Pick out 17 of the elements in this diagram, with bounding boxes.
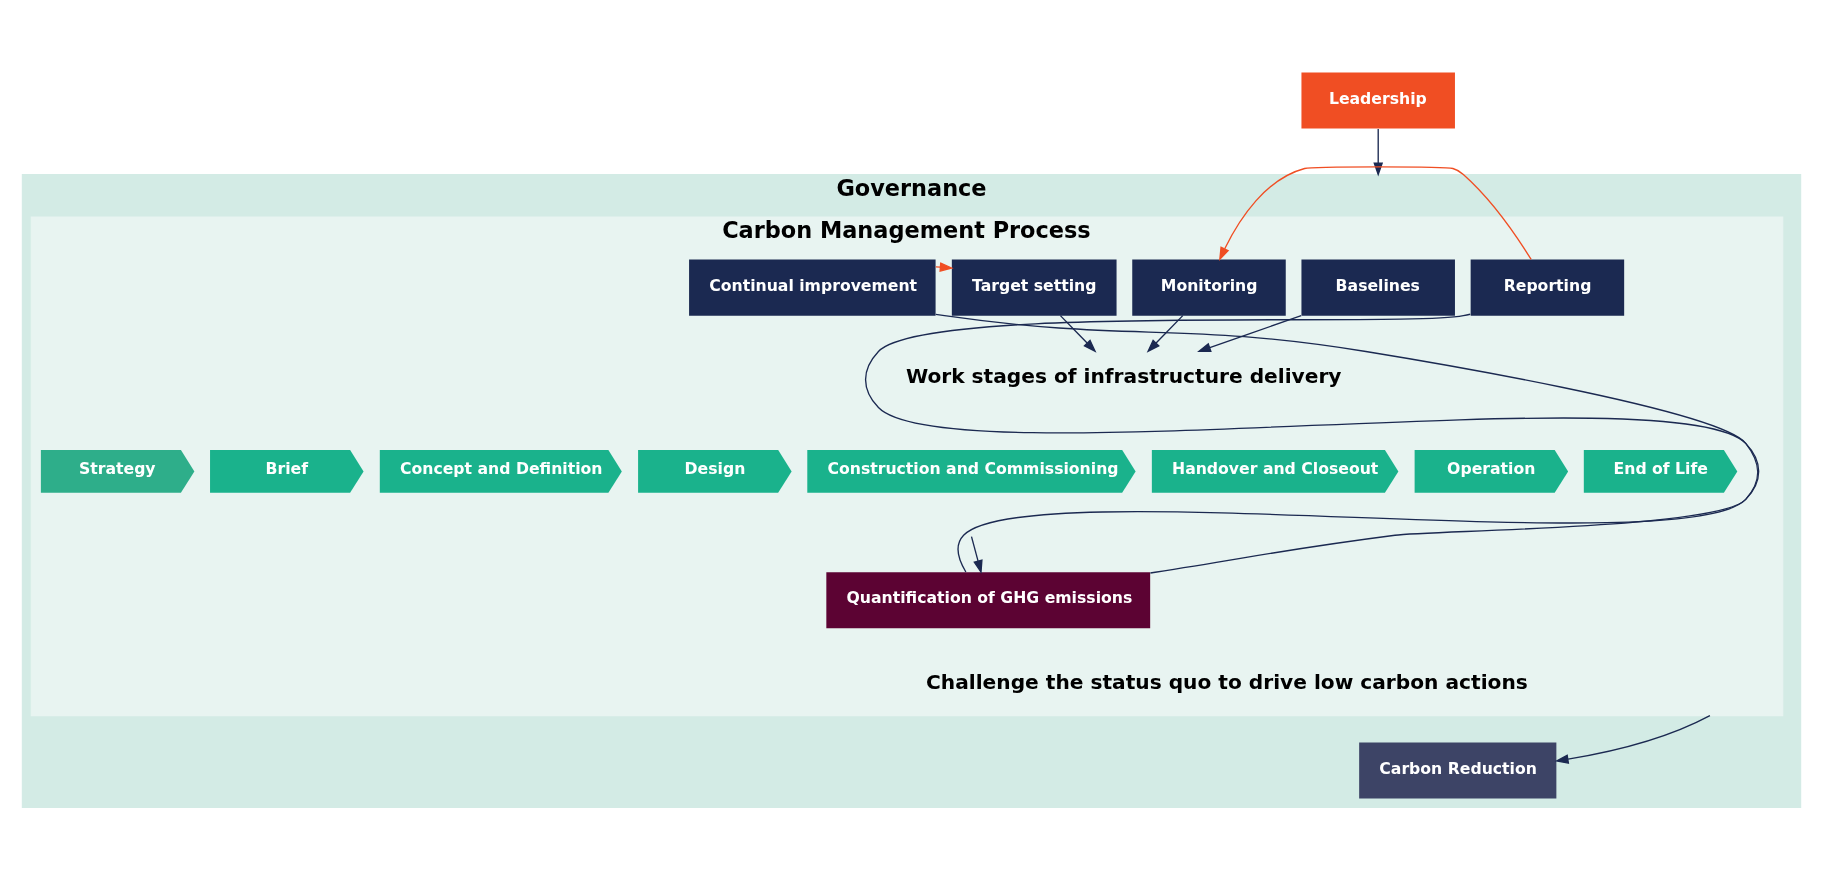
- arrow: [970, 535, 983, 574]
- node-box: Quantification of GHG emissions: [826, 572, 1151, 629]
- node-box: Leadership: [1301, 72, 1455, 129]
- node-box: Target setting: [951, 259, 1117, 316]
- arrow: [1197, 314, 1302, 353]
- arrow: [1554, 715, 1711, 764]
- node-box: Baselines: [1301, 259, 1455, 316]
- arrow: [1219, 166, 1532, 261]
- arrow: [935, 262, 954, 272]
- node-box: Carbon Reduction: [1359, 742, 1557, 799]
- node-box: Reporting: [1470, 259, 1625, 316]
- node-box: Monitoring: [1132, 259, 1286, 316]
- node-text: Work stages of infrastructure delivery: [905, 364, 1342, 389]
- label: Challenge the status quo to drive low carbon actions: [926, 670, 1528, 695]
- arrow: [1059, 314, 1097, 353]
- node-box: Continual improvement: [689, 259, 936, 316]
- arrow: [1146, 314, 1184, 353]
